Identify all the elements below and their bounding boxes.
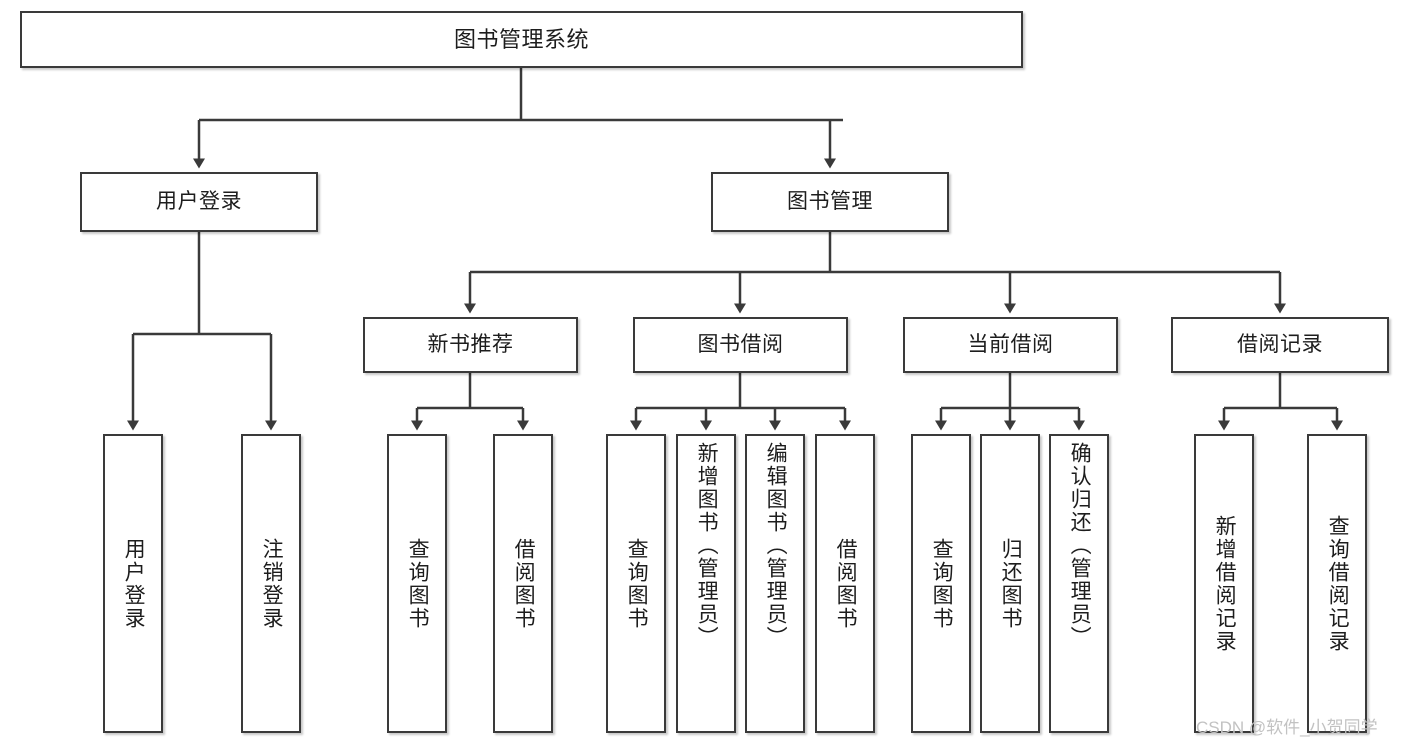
node-root[interactable]: 图书管理系统	[20, 11, 1023, 68]
leaf-recommend-query-book-label: 查询图书	[406, 537, 430, 630]
leaf-user-logout-label: 注销登录	[260, 537, 284, 630]
leaf-borrow-edit-book[interactable]: 编辑图书（管理员）	[745, 434, 805, 733]
node-current-borrow-label: 当前借阅	[967, 332, 1054, 356]
leaf-record-query-label: 查询借阅记录	[1326, 514, 1350, 653]
node-book-management-label: 图书管理	[787, 189, 873, 213]
node-book-borrow[interactable]: 图书借阅	[633, 317, 848, 373]
node-root-label: 图书管理系统	[453, 26, 589, 52]
leaf-recommend-borrow-book[interactable]: 借阅图书	[493, 434, 553, 733]
leaf-current-return-book-label: 归还图书	[999, 537, 1023, 630]
leaf-current-query-book-label: 查询图书	[930, 537, 954, 630]
leaf-borrow-query-book[interactable]: 查询图书	[606, 434, 666, 733]
leaf-borrow-borrow-book[interactable]: 借阅图书	[815, 434, 875, 733]
node-current-borrow[interactable]: 当前借阅	[903, 317, 1118, 373]
leaf-current-return-book[interactable]: 归还图书	[980, 434, 1040, 733]
leaf-user-login-label: 用户登录	[122, 537, 146, 630]
leaf-recommend-query-book[interactable]: 查询图书	[387, 434, 447, 733]
node-borrow-record-label: 借阅记录	[1237, 332, 1323, 356]
node-user-login[interactable]: 用户登录	[80, 172, 318, 232]
leaf-recommend-borrow-book-label: 借阅图书	[512, 537, 536, 630]
leaf-record-query[interactable]: 查询借阅记录	[1307, 434, 1367, 733]
leaf-borrow-add-book[interactable]: 新增图书（管理员）	[676, 434, 736, 733]
leaf-borrow-edit-book-label: 编辑图书（管理员）	[764, 442, 788, 649]
leaf-record-add-label: 新增借阅记录	[1213, 514, 1237, 653]
leaf-record-add[interactable]: 新增借阅记录	[1194, 434, 1254, 733]
node-new-book-recommend[interactable]: 新书推荐	[363, 317, 578, 373]
node-borrow-record[interactable]: 借阅记录	[1171, 317, 1389, 373]
node-user-login-label: 用户登录	[156, 189, 242, 213]
node-new-book-recommend-label: 新书推荐	[427, 332, 514, 356]
leaf-user-logout[interactable]: 注销登录	[241, 434, 301, 733]
leaf-borrow-borrow-book-label: 借阅图书	[834, 537, 858, 630]
leaf-borrow-query-book-label: 查询图书	[625, 537, 649, 630]
node-book-management[interactable]: 图书管理	[711, 172, 949, 232]
leaf-borrow-add-book-label: 新增图书（管理员）	[695, 442, 719, 649]
leaf-user-login[interactable]: 用户登录	[103, 434, 163, 733]
node-book-borrow-label: 图书借阅	[697, 332, 784, 356]
leaf-current-confirm-return[interactable]: 确认归还（管理员）	[1049, 434, 1109, 733]
leaf-current-query-book[interactable]: 查询图书	[911, 434, 971, 733]
leaf-current-confirm-return-label: 确认归还（管理员）	[1068, 442, 1092, 649]
